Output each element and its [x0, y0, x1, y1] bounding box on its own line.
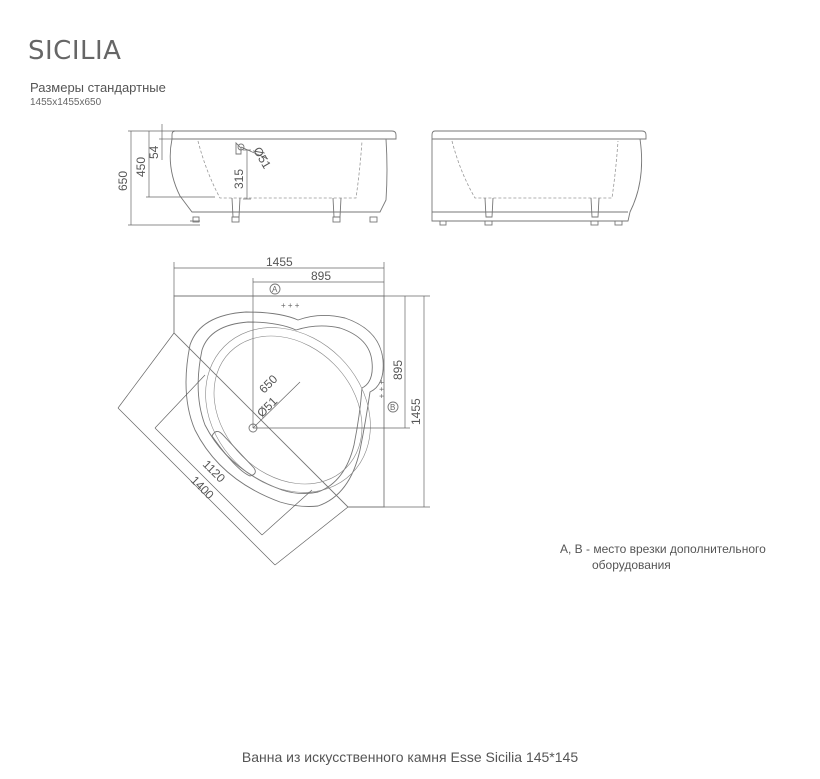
dim-top-width: 1455 [266, 255, 293, 269]
marker-a: A [272, 285, 278, 294]
crosses-top: + + + [281, 301, 300, 310]
dim-drain-height: 315 [232, 169, 246, 189]
dim-top-offset: 895 [311, 269, 331, 283]
dim-total-height: 650 [116, 171, 130, 191]
subtitle: Размеры стандартные [30, 80, 166, 95]
side-view-right [431, 130, 647, 226]
top-view: A B + + + + + + 1455 895 1455 895 650 Ø [117, 255, 430, 566]
dim-drain-diameter-top: Ø51 [254, 394, 280, 420]
dim-right-offset: 895 [391, 360, 405, 380]
page-title: SICILIA [28, 36, 122, 66]
marker-b: B [390, 403, 395, 412]
dim-right-height: 1455 [409, 398, 423, 425]
equipment-note: A, B - место врезки дополнительного обор… [560, 541, 766, 573]
dim-drain-diameter-side: Ø51 [250, 145, 274, 172]
dim-rim: 54 [147, 145, 161, 159]
note-line-1: A, B - место врезки дополнительного [560, 542, 766, 556]
dim-bowl-depth-top: 650 [256, 372, 280, 396]
dim-bowl-depth: 450 [134, 157, 148, 177]
note-line-2: оборудования [592, 558, 671, 572]
side-view-left: 650 450 54 315 Ø51 [116, 124, 397, 226]
caption: Ванна из искусственного камня Esse Sicil… [241, 749, 579, 765]
crosses-side: + + + [377, 380, 386, 399]
overall-dimensions: 1455x1455x650 [30, 97, 102, 108]
